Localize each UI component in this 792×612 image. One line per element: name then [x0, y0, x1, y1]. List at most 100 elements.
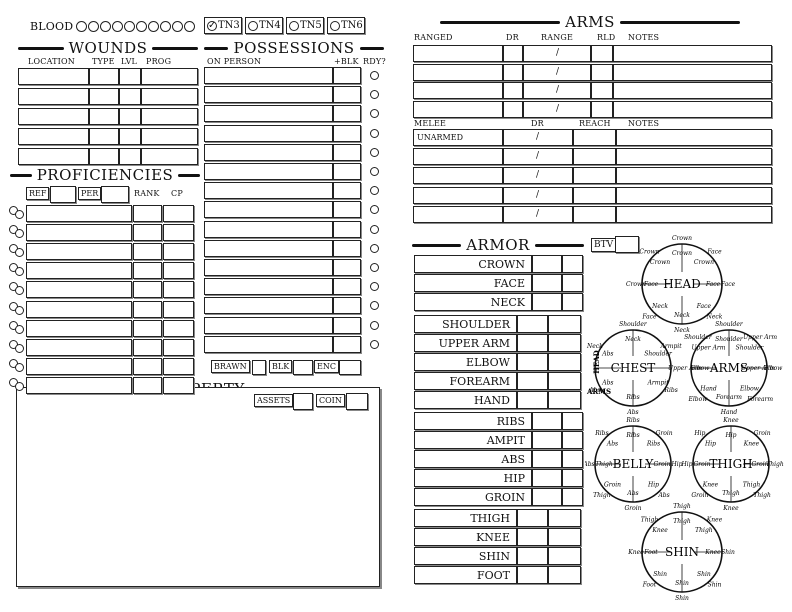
ready-circle[interactable] — [370, 301, 379, 311]
proficiency-rank-cell[interactable] — [133, 357, 162, 375]
proficiency-cp-cell[interactable] — [163, 357, 194, 375]
coin-box[interactable] — [346, 393, 368, 410]
proficiency-cp-cell[interactable] — [163, 262, 194, 280]
melee-notes-cell[interactable] — [616, 186, 772, 204]
ranged-range-cell[interactable] — [523, 45, 591, 62]
ranged-weapon-cell[interactable] — [413, 63, 503, 81]
armor-value-cell[interactable] — [532, 255, 562, 273]
proficiency-cp-cell[interactable] — [163, 243, 194, 261]
possession-blk-cell[interactable] — [333, 67, 361, 84]
armor-extra-cell[interactable] — [548, 509, 581, 527]
ranged-range-cell[interactable] — [523, 100, 591, 118]
possession-item-cell[interactable] — [204, 239, 333, 257]
wound-location-cell[interactable] — [18, 148, 89, 165]
wound-type-cell[interactable] — [89, 128, 119, 145]
armor-extra-cell[interactable] — [548, 372, 581, 390]
blood-circle[interactable] — [136, 21, 147, 32]
ready-circle[interactable] — [370, 186, 379, 196]
possession-item-cell[interactable] — [204, 297, 333, 315]
melee-weapon-cell[interactable] — [413, 205, 503, 223]
per-box[interactable] — [101, 186, 129, 203]
proficiency-rank-cell[interactable] — [133, 224, 162, 242]
armor-extra-cell[interactable] — [562, 431, 583, 449]
ready-circle[interactable] — [370, 128, 379, 138]
armor-extra-cell[interactable] — [548, 547, 581, 565]
ref-box[interactable] — [50, 186, 76, 203]
proficiency-circle-b[interactable] — [15, 286, 24, 296]
tn-box-tn5[interactable]: TN5 — [286, 17, 324, 34]
blood-circle[interactable] — [76, 21, 87, 32]
armor-value-cell[interactable] — [517, 334, 548, 352]
possession-blk-cell[interactable] — [333, 163, 361, 180]
possession-blk-cell[interactable] — [333, 239, 361, 257]
armor-extra-cell[interactable] — [562, 412, 583, 430]
possession-item-cell[interactable] — [204, 220, 333, 238]
wound-prog-cell[interactable] — [141, 68, 198, 85]
melee-weapon-cell[interactable] — [413, 148, 503, 166]
possession-item-cell[interactable] — [204, 316, 333, 334]
melee-dr-cell[interactable] — [503, 186, 573, 204]
possession-item-cell[interactable] — [204, 67, 333, 84]
possession-item-cell[interactable] — [204, 201, 333, 219]
armor-extra-cell[interactable] — [562, 255, 583, 273]
armor-extra-cell[interactable] — [562, 469, 583, 487]
armor-value-cell[interactable] — [517, 372, 548, 390]
possession-item-cell[interactable] — [204, 182, 333, 200]
armor-value-cell[interactable] — [532, 488, 562, 506]
melee-dr-cell[interactable] — [503, 148, 573, 166]
proficiency-rank-cell[interactable] — [133, 300, 162, 318]
proficiency-cp-cell[interactable] — [163, 338, 194, 356]
melee-reach-cell[interactable] — [573, 167, 616, 185]
proficiency-circle-b[interactable] — [15, 324, 24, 334]
proficiency-cp-cell[interactable] — [163, 205, 194, 222]
armor-value-cell[interactable] — [517, 566, 548, 584]
wound-type-cell[interactable] — [89, 88, 119, 105]
possession-blk-cell[interactable] — [333, 335, 361, 353]
proficiency-circle-b[interactable] — [15, 343, 24, 353]
ranged-notes-cell[interactable] — [613, 82, 772, 99]
proficiency-cp-cell[interactable] — [163, 281, 194, 299]
ranged-weapon-cell[interactable] — [413, 82, 503, 99]
ready-circle[interactable] — [370, 263, 379, 272]
ready-circle[interactable] — [370, 320, 379, 330]
proficiency-name-cell[interactable] — [26, 338, 132, 356]
proficiency-name-cell[interactable] — [26, 319, 132, 337]
ranged-weapon-cell[interactable] — [413, 100, 503, 118]
ready-circle[interactable] — [370, 109, 379, 119]
possession-blk-cell[interactable] — [333, 201, 361, 219]
wound-type-cell[interactable] — [89, 148, 119, 165]
armor-value-cell[interactable] — [517, 547, 548, 565]
melee-weapon-cell[interactable] — [413, 167, 503, 185]
blood-circle[interactable] — [148, 21, 159, 32]
melee-notes-cell[interactable] — [616, 148, 772, 166]
melee-dr-cell[interactable] — [503, 129, 573, 146]
armor-extra-cell[interactable] — [562, 450, 583, 468]
melee-reach-cell[interactable] — [573, 129, 616, 146]
armor-extra-cell[interactable] — [548, 566, 581, 584]
melee-notes-cell[interactable] — [616, 205, 772, 223]
wound-location-cell[interactable] — [18, 88, 89, 105]
ranged-dr-cell[interactable] — [503, 100, 523, 118]
possession-blk-cell[interactable] — [333, 259, 361, 276]
melee-dr-cell[interactable] — [503, 167, 573, 185]
wound-lvl-cell[interactable] — [119, 128, 141, 145]
melee-weapon-cell[interactable] — [413, 186, 503, 204]
melee-unarmed-cell[interactable]: UNARMED — [413, 129, 503, 146]
ready-circle[interactable] — [370, 339, 379, 349]
proficiency-circle-b[interactable] — [15, 248, 24, 258]
ready-circle[interactable] — [370, 71, 379, 80]
proficiency-cp-cell[interactable] — [163, 224, 194, 242]
possession-item-cell[interactable] — [204, 143, 333, 161]
proficiency-circle-b[interactable] — [15, 267, 24, 277]
ready-circle[interactable] — [370, 205, 379, 215]
proficiency-cp-cell[interactable] — [163, 376, 194, 394]
proficiency-name-cell[interactable] — [26, 357, 132, 375]
proficiency-rank-cell[interactable] — [133, 262, 162, 280]
proficiency-rank-cell[interactable] — [133, 281, 162, 299]
ranged-rld-cell[interactable] — [591, 63, 613, 81]
wound-type-cell[interactable] — [89, 108, 119, 125]
armor-value-cell[interactable] — [532, 412, 562, 430]
armor-value-cell[interactable] — [532, 293, 562, 311]
armor-extra-cell[interactable] — [548, 334, 581, 352]
property-box[interactable] — [16, 387, 380, 587]
